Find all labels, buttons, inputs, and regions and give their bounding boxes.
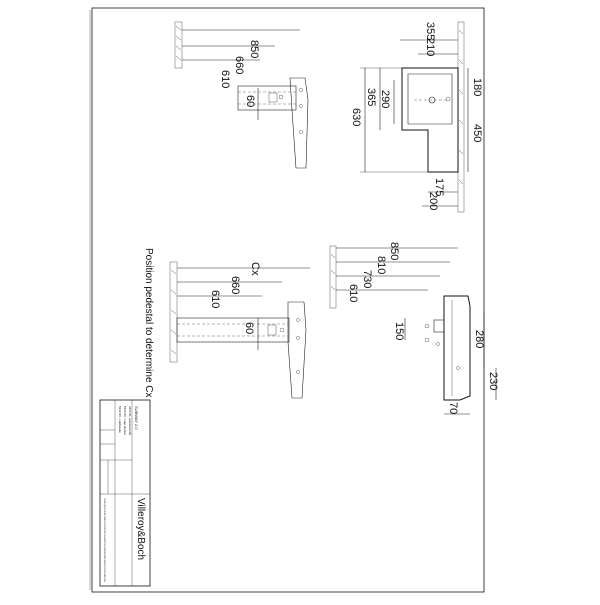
product-line-2: 5232 00 - Hap dunkel bbox=[123, 406, 127, 435]
drain-outlet-top bbox=[268, 92, 278, 103]
dim-630: 630 bbox=[350, 108, 362, 126]
wall-section-side bbox=[169, 261, 178, 363]
plan-view-basin: 355 210 630 365 290 180 450 175 200 bbox=[350, 21, 483, 213]
basin-outline-plan bbox=[401, 67, 459, 173]
basin-bowl-plan bbox=[407, 73, 453, 125]
dim-365: 365 bbox=[365, 88, 377, 106]
basin-front-outline bbox=[443, 295, 471, 401]
dim-660-side: 660 bbox=[229, 276, 241, 294]
pedestal-body-side bbox=[176, 317, 290, 343]
tap-hole-plan bbox=[445, 96, 451, 102]
dim-610-side: 610 bbox=[209, 290, 221, 308]
dim-280: 280 bbox=[473, 330, 485, 348]
title-block: Villeroy&Boch SUBWAY 2.0 4115 RL Handwas… bbox=[99, 399, 151, 587]
side-view-pedestal: Position pedestal to determine Cx Cx 660… bbox=[143, 248, 310, 399]
wall-section-top bbox=[174, 21, 183, 69]
dim-610: 610 bbox=[219, 70, 231, 88]
drain-outlet-side bbox=[267, 324, 277, 336]
title-block-frame bbox=[99, 399, 151, 587]
dim-210: 210 bbox=[424, 38, 436, 56]
wall-section-right bbox=[457, 21, 465, 213]
dim-450: 450 bbox=[471, 124, 483, 142]
dim-730: 730 bbox=[361, 270, 373, 288]
disclaimer-text: This drawing may not be copied or passed… bbox=[103, 498, 107, 582]
dim-70: 70 bbox=[447, 402, 459, 414]
dim-610-front: 610 bbox=[347, 284, 359, 302]
drawing-frame bbox=[91, 7, 485, 593]
dim-850-front: 850 bbox=[388, 242, 400, 260]
dim-60-side: 60 bbox=[243, 322, 255, 334]
dim-850: 850 bbox=[248, 40, 260, 58]
dim-810: 810 bbox=[375, 256, 387, 274]
dim-355: 355 bbox=[424, 22, 436, 40]
product-line-3: 5242 00 - Halbsäule bbox=[118, 406, 122, 433]
product-name: SUBWAY 2.0 bbox=[134, 406, 139, 430]
dim-290: 290 bbox=[379, 90, 391, 108]
dim-150: 150 bbox=[393, 322, 405, 340]
dim-180: 180 bbox=[471, 78, 483, 96]
basin-profile-side bbox=[287, 301, 307, 399]
drain-front bbox=[433, 319, 445, 333]
fixing-hole-top-1 bbox=[278, 94, 284, 100]
front-view-basin: 850 810 730 610 150 280 230 70 bbox=[329, 242, 499, 415]
dim-200: 200 bbox=[427, 192, 439, 210]
dim-60: 60 bbox=[244, 95, 256, 107]
brand-logo-text: Villeroy&Boch bbox=[135, 498, 146, 560]
dim-cx: Cx bbox=[249, 262, 261, 276]
product-line-1: 4115 RL Handwaschb. bbox=[128, 406, 132, 436]
dim-660: 660 bbox=[233, 56, 245, 74]
basin-profile-top bbox=[289, 77, 309, 169]
dim-230: 230 bbox=[487, 372, 499, 390]
floor-section-front bbox=[329, 245, 337, 309]
note-cx: Position pedestal to determine Cx bbox=[143, 248, 154, 398]
top-view-pedestal-profile: 850 660 610 60 bbox=[174, 21, 309, 169]
pedestal-body-top bbox=[237, 85, 297, 111]
dim-175: 175 bbox=[433, 178, 445, 196]
